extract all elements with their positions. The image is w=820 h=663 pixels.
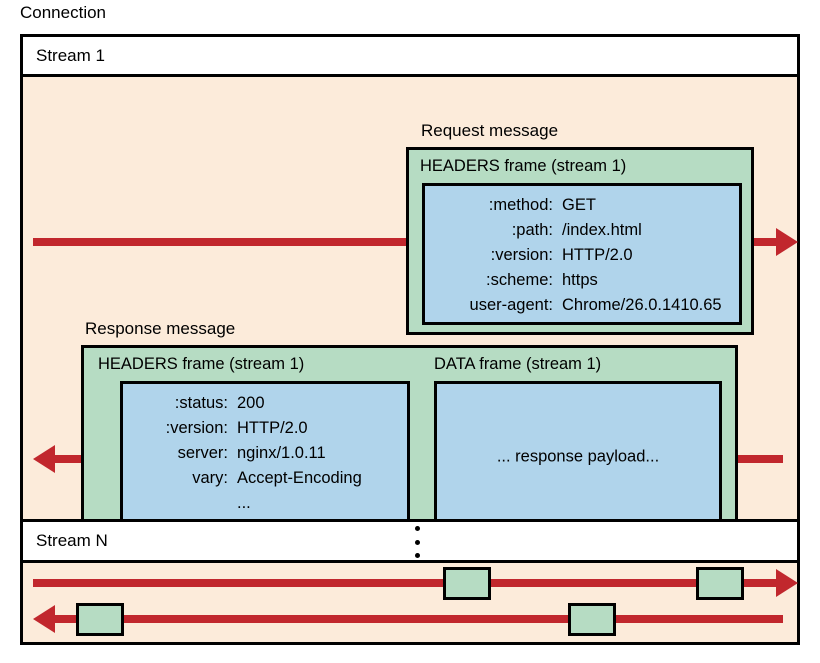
header-row: :scheme: https <box>425 268 739 293</box>
header-row: :status: 200 <box>123 391 407 416</box>
stream-n-inbound-frame-chip <box>568 603 616 636</box>
header-value: HTTP/2.0 <box>237 419 308 437</box>
header-value: 200 <box>237 394 265 412</box>
header-key: :status: <box>174 394 228 412</box>
stream-n-outbound-frame-chip <box>443 567 491 600</box>
header-value: nginx/1.0.11 <box>237 444 326 462</box>
request-headers-frame-title: HEADERS frame (stream 1) <box>420 157 627 175</box>
header-value: Chrome/26.0.1410.65 <box>562 296 722 314</box>
header-row: :path: /index.html <box>425 218 739 243</box>
response-data-frame-title: DATA frame (stream 1) <box>434 355 602 373</box>
stream-1-title: Stream 1 <box>36 45 105 65</box>
request-arrow-line <box>33 238 778 246</box>
response-data-payload-text: ... response payload... <box>496 447 660 466</box>
header-value: https <box>562 271 598 289</box>
header-row: :version: HTTP/2.0 <box>425 243 739 268</box>
header-row: :method: GET <box>425 193 739 218</box>
header-value: HTTP/2.0 <box>562 246 633 264</box>
response-data-payload-box: ... response payload... <box>434 381 722 533</box>
stream-n-outbound-arrow-head-icon <box>776 569 798 597</box>
header-value: GET <box>562 196 596 214</box>
stream-1-header: Stream 1 <box>23 37 797 77</box>
connection-box: Stream 1 Request message HEADERS frame (… <box>20 34 800 645</box>
header-key <box>123 491 237 516</box>
header-key: :version: <box>490 246 553 264</box>
response-arrow-head-icon <box>33 445 55 473</box>
request-message-label: Request message <box>421 121 559 140</box>
stream-n-title: Stream N <box>36 531 108 550</box>
header-value: Accept-Encoding <box>237 469 362 487</box>
header-key: user-agent: <box>469 296 553 314</box>
connection-label: Connection <box>20 3 107 22</box>
stream-n-outbound-line <box>33 579 778 587</box>
response-headers-frame-title: HEADERS frame (stream 1) <box>98 355 305 373</box>
header-key: server: <box>177 444 228 462</box>
header-key: vary: <box>192 469 228 487</box>
ellipsis-dot <box>414 526 420 531</box>
header-row: :version: HTTP/2.0 <box>123 416 407 441</box>
header-value: ... <box>237 494 251 512</box>
response-message-label: Response message <box>85 319 236 338</box>
ellipsis-dot <box>414 553 420 558</box>
request-arrow-head-icon <box>776 228 798 256</box>
request-headers-payload-box: :method: GET :path: /index.html :version: HTT… <box>422 183 742 325</box>
header-row: user-agent: Chrome/26.0.1410.65 <box>425 293 739 318</box>
response-frames-group: HEADERS frame (stream 1) :status: 200 :ver… <box>81 345 738 546</box>
response-headers-list: :status: 200 :version: HTTP/2.0 server: nginx… <box>123 384 407 516</box>
stream-n-inbound-frame-chip <box>76 603 124 636</box>
header-value: /index.html <box>562 221 642 239</box>
stream-n-outbound-frame-chip <box>696 567 744 600</box>
request-headers-list: :method: GET :path: /index.html :version: HTT… <box>425 186 739 318</box>
header-row: ... <box>123 491 407 516</box>
stream-n-inbound-line <box>55 615 783 623</box>
header-key: :scheme: <box>486 271 553 289</box>
header-key: :path: <box>511 221 553 239</box>
vertical-ellipsis-icon <box>410 522 424 562</box>
stream-1-body: Request message HEADERS frame (stream 1)… <box>23 77 798 546</box>
request-headers-frame: HEADERS frame (stream 1) :method: GET :pat… <box>406 147 754 335</box>
stream-n-body <box>23 563 798 642</box>
response-headers-payload-box: :status: 200 :version: HTTP/2.0 server: nginx… <box>120 381 410 533</box>
header-key: :method: <box>488 196 553 214</box>
stream-n-header: Stream N <box>23 519 797 563</box>
header-key: :version: <box>165 419 228 437</box>
stream-n-inbound-arrow-head-icon <box>33 605 55 633</box>
ellipsis-dot <box>414 539 420 545</box>
header-row: vary: Accept-Encoding <box>123 466 407 491</box>
header-row: server: nginx/1.0.11 <box>123 441 407 466</box>
